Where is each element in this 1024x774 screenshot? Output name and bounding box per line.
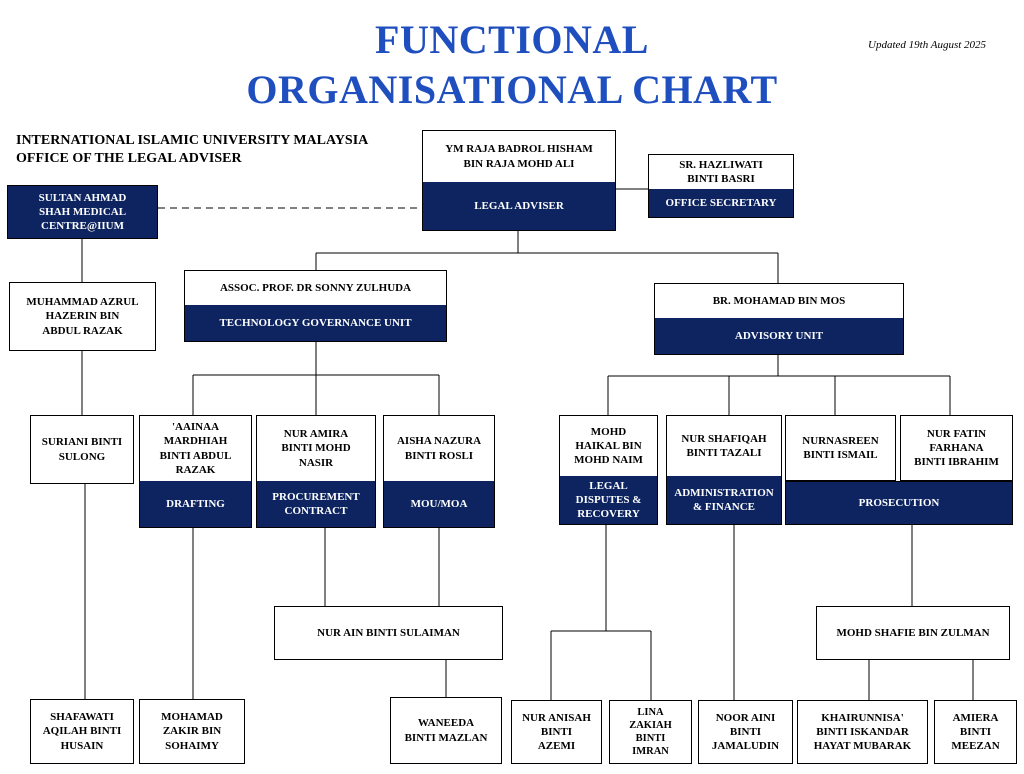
mou-unit-label: MOU/MOA <box>384 481 494 527</box>
mou-staff-name: AISHA NAZURA BINTI ROSLI <box>396 435 482 462</box>
legal-adviser-name: YM RAJA BADROL HISHAM BIN RAJA MOHD ALI <box>445 143 593 170</box>
organization-name: INTERNATIONAL ISLAMIC UNIVERSITY MALAYSI… <box>16 133 369 148</box>
admin-finance-card: NUR SHAFIQAH BINTI TAZALI ADMINISTRATION… <box>666 415 782 525</box>
updated-date: Updated 19th August 2025 <box>868 39 987 51</box>
office-secretary-role: OFFICE SECRETARY <box>649 189 793 217</box>
office-secretary-name: SR. HAZLIWATI BINTI BASRI <box>679 158 763 185</box>
procurement-staff-name: NUR AMIRA BINTI MOHD NASIR <box>281 428 351 469</box>
staff-nur-ain: NUR AIN BINTI SULAIMAN <box>274 606 503 660</box>
staff-shafawati: SHAFAWATI AQILAH BINTI HUSAIN <box>30 699 134 764</box>
advisory-head-name: BR. MOHAMAD BIN MOS <box>712 294 846 307</box>
admin-finance-staff-name: NUR SHAFIQAH BINTI TAZALI <box>681 432 767 459</box>
staff-nurfatin: NUR FATIN FARHANA BINTI IBRAHIM <box>900 415 1013 481</box>
staff-khairunnisa: KHAIRUNNISA' BINTI ISKANDAR HAYAT MUBARA… <box>797 700 928 764</box>
staff-noor: NOOR AINI BINTI JAMALUDIN <box>698 700 793 764</box>
staff-azrul: MUHAMMAD AZRUL HAZERIN BIN ABDUL RAZAK <box>9 282 156 351</box>
staff-suriani: SURIANI BINTI SULONG <box>30 415 134 484</box>
staff-zakir: MOHAMAD ZAKIR BIN SOHAIMY <box>139 699 245 764</box>
staff-anisah: NUR ANISAH BINTI AZEMI <box>511 700 602 764</box>
tgu-head-name: ASSOC. PROF. DR SONNY ZULHUDA <box>219 281 412 294</box>
prosecution-unit-label: PROSECUTION <box>785 481 1013 525</box>
office-secretary-card: SR. HAZLIWATI BINTI BASRI OFFICE SECRETA… <box>648 154 794 218</box>
office-name: OFFICE OF THE LEGAL ADVISER <box>16 151 242 166</box>
advisory-unit-label: ADVISORY UNIT <box>655 318 903 354</box>
staff-shafie: MOHD SHAFIE BIN ZULMAN <box>816 606 1010 660</box>
staff-lina: LINA ZAKIAH BINTI IMRAN <box>609 700 692 764</box>
chart-title-line-2: ORGANISATIONAL CHART <box>246 67 778 112</box>
admin-finance-unit-label: ADMINISTRATION & FINANCE <box>667 476 781 524</box>
advisory-card: BR. MOHAMAD BIN MOS ADVISORY UNIT <box>654 283 904 355</box>
medical-centre-box: SULTAN AHMAD SHAH MEDICAL CENTRE@IIUM <box>7 185 158 239</box>
staff-amiera: AMIERA BINTI MEEZAN <box>934 700 1017 764</box>
procurement-unit-label: PROCUREMENT CONTRACT <box>257 481 375 527</box>
drafting-card: 'AAINAA MARDHIAH BINTI ABDUL RAZAK DRAFT… <box>139 415 252 528</box>
drafting-staff-name: 'AAINAA MARDHIAH BINTI ABDUL RAZAK <box>159 420 232 476</box>
legal-adviser-card: YM RAJA BADROL HISHAM BIN RAJA MOHD ALI … <box>422 130 616 231</box>
legal-disputes-unit-label: LEGAL DISPUTES & RECOVERY <box>560 476 657 524</box>
mou-card: AISHA NAZURA BINTI ROSLI MOU/MOA <box>383 415 495 528</box>
chart-title-line-1: FUNCTIONAL <box>375 17 649 62</box>
tgu-unit-label: TECHNOLOGY GOVERNANCE UNIT <box>185 305 446 341</box>
drafting-unit-label: DRAFTING <box>140 481 251 527</box>
staff-nurnasreen: NURNASREEN BINTI ISMAIL <box>785 415 896 481</box>
legal-disputes-card: MOHD HAIKAL BIN MOHD NAIM LEGAL DISPUTES… <box>559 415 658 525</box>
tgu-card: ASSOC. PROF. DR SONNY ZULHUDA TECHNOLOGY… <box>184 270 447 342</box>
legal-adviser-role: LEGAL ADVISER <box>423 182 615 230</box>
staff-waneeda: WANEEDA BINTI MAZLAN <box>390 697 502 764</box>
procurement-card: NUR AMIRA BINTI MOHD NASIR PROCUREMENT C… <box>256 415 376 528</box>
legal-disputes-staff-name: MOHD HAIKAL BIN MOHD NAIM <box>574 425 643 467</box>
